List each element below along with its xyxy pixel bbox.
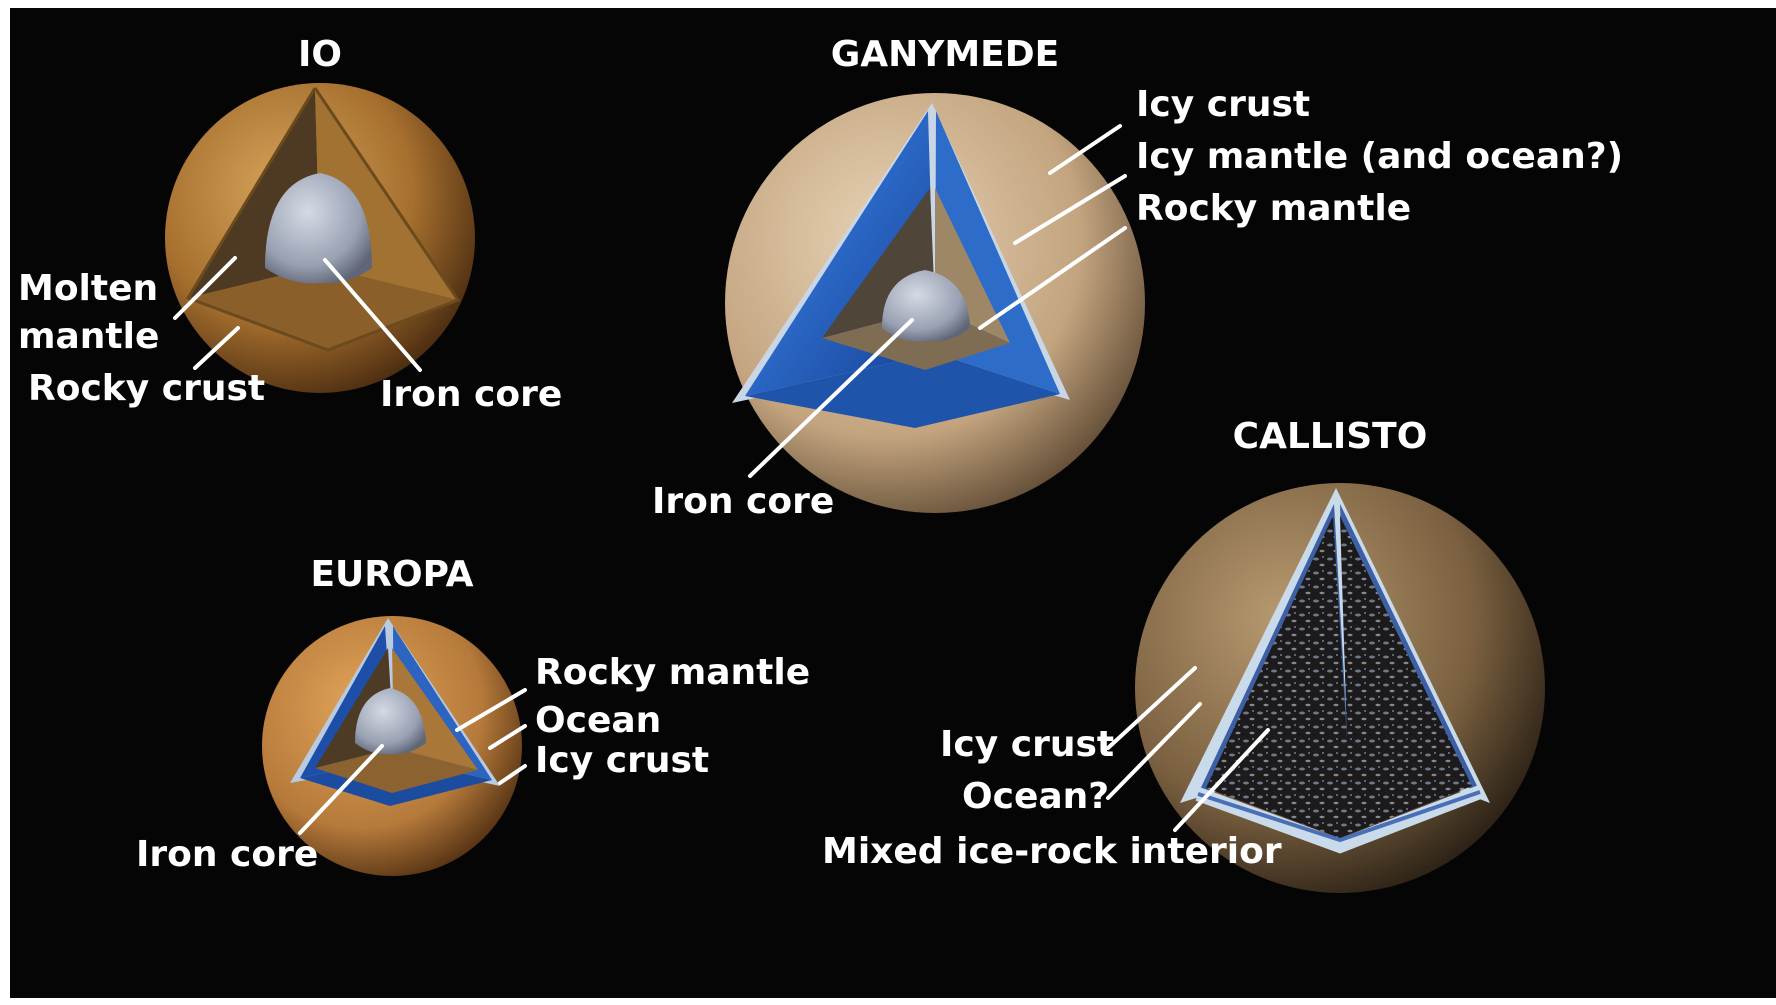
europa-title: EUROPA [310, 554, 473, 595]
io-label-iron-core: Iron core [380, 374, 562, 415]
callisto-title: CALLISTO [1233, 416, 1428, 457]
callisto-label-interior: Mixed ice-rock interior [822, 831, 1282, 872]
io-label-rocky-crust: Rocky crust [28, 368, 265, 409]
ganymede-label-icy-mantle: Icy mantle (and ocean?) [1136, 136, 1623, 177]
callisto-label-icy-crust: Icy crust [940, 724, 1114, 765]
ganymede-label-rocky-mantle: Rocky mantle [1136, 188, 1411, 229]
callisto-label-ocean: Ocean? [962, 776, 1109, 817]
ganymede-title: GANYMEDE [831, 34, 1060, 75]
europa-label-rocky-mantle: Rocky mantle [535, 652, 810, 693]
io-label-molten-2: mantle [18, 316, 159, 357]
europa-label-iron-core: Iron core [136, 834, 318, 875]
io-label-molten-1: Molten [18, 268, 158, 309]
io-cutaway [165, 83, 475, 393]
ganymede-label-iron-core: Iron core [652, 481, 834, 522]
ganymede-cutaway [725, 93, 1145, 513]
io-title: IO [298, 34, 342, 75]
ganymede-label-icy-crust: Icy crust [1136, 84, 1310, 125]
diagram-canvas: IO Molten mantle Rocky crust Iron core G… [10, 8, 1776, 998]
europa-label-ocean: Ocean [535, 700, 661, 741]
europa-label-icy-crust: Icy crust [535, 740, 709, 781]
moons-diagram: IO Molten mantle Rocky crust Iron core G… [10, 8, 1776, 998]
